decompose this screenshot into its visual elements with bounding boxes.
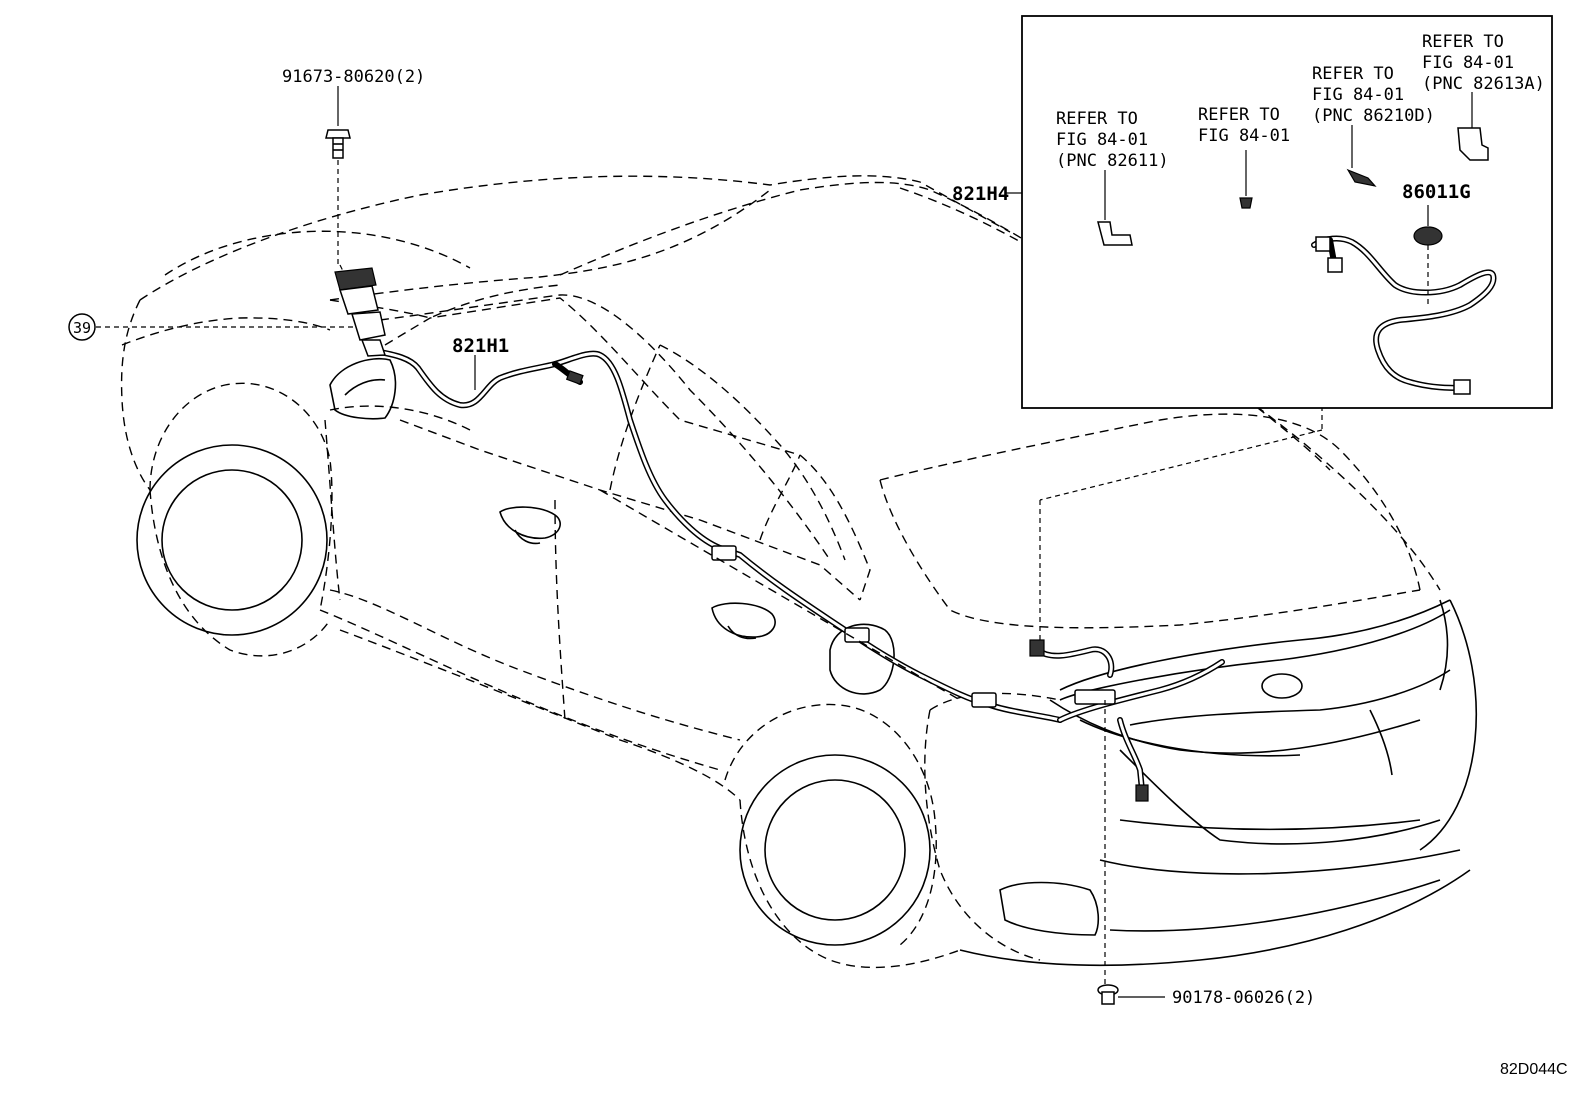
clip-90178	[1097, 984, 1119, 1005]
inset-ref-86210D: REFER TO FIG 84-01 (PNC 86210D)	[1312, 64, 1435, 126]
harness-bracket	[334, 267, 387, 357]
ref-line2: FIG 84-01	[1056, 130, 1148, 150]
label-clip-90178: 90178-06026(2)	[1172, 988, 1315, 1008]
label-part-86011G: 86011G	[1402, 181, 1471, 203]
ref-line1: REFER TO	[1312, 64, 1394, 84]
callout-39-circle	[68, 313, 96, 341]
ref-line3: (PNC 86210D)	[1312, 106, 1435, 126]
label-harness-821H1: 821H1	[452, 335, 509, 357]
inset-ref-82613A: REFER TO FIG 84-01 (PNC 82613A)	[1422, 32, 1545, 94]
ref-line1: REFER TO	[1198, 105, 1280, 125]
harness-821H4-installed	[1029, 639, 1225, 802]
label-diagram-code: 82D044C	[1500, 1061, 1568, 1078]
inset-ref-plain: REFER TO FIG 84-01	[1198, 105, 1290, 146]
inset-ref-82611: REFER TO FIG 84-01 (PNC 82611)	[1056, 109, 1169, 171]
ref-line2: FIG 84-01	[1422, 53, 1514, 73]
ref-line1: REFER TO	[1056, 109, 1138, 129]
ref-line1: REFER TO	[1422, 32, 1504, 52]
ref-line3: (PNC 82613A)	[1422, 74, 1545, 94]
ref-line2: FIG 84-01	[1198, 126, 1290, 146]
inset-box	[1021, 15, 1553, 409]
bolt-91673	[325, 129, 351, 159]
ref-line2: FIG 84-01	[1312, 85, 1404, 105]
car-body-outline	[120, 175, 1478, 969]
harness-821H1	[377, 349, 1063, 723]
label-harness-821H4: 821H4	[952, 183, 1009, 205]
label-callout-39: 39	[73, 319, 91, 337]
ref-line3: (PNC 82611)	[1056, 151, 1169, 171]
label-bolt-91673: 91673-80620(2)	[282, 67, 425, 87]
